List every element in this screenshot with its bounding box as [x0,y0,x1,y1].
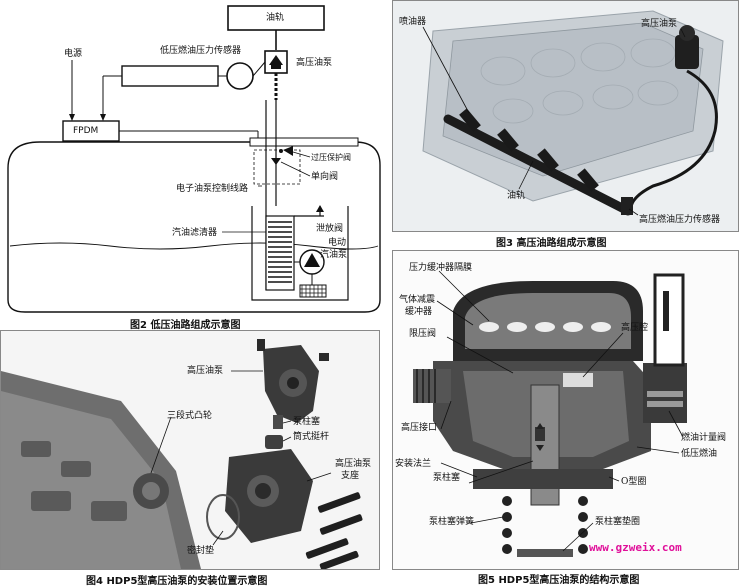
fig2-label-power: 电源 [64,49,83,59]
fig4-caption: 图4 HDP5型高压油泵的安装位置示意图 [86,576,268,587]
fig5-label-metering-valve: 燃油计量阀 [681,433,727,443]
fig2-label-overpressure-valve: 过压保护阀 [311,153,351,162]
fig2-label-fpdm: FPDM [73,126,99,136]
figure-5-structure-diagram: 压力缓冲器隔膜 气体减震 缓冲器 限压阀 高压腔 高压接口 燃油计量阀 安装法兰… [392,250,739,586]
pump-cross-section-illustration [393,251,738,569]
fig4-label-cam: 三段式凸轮 [167,411,213,421]
fig4-label-gasket: 密封垫 [187,546,215,556]
pump-cross-section: 压力缓冲器隔膜 气体减震 缓冲器 限压阀 高压腔 高压接口 燃油计量阀 安装法兰… [392,250,739,570]
fig2-label-electric-pump-2: 汽油泵 [320,250,348,260]
fig3-label-fuel-rail: 油轨 [507,191,526,201]
fig5-label-buffer-diaphragm: 压力缓冲器隔膜 [409,263,473,273]
fig4-label-hp-pump: 高压油泵 [187,366,224,376]
fig2-label-check-valve: 单向阀 [311,172,339,182]
fig5-label-plunger-spring: 泵柱塞弹簧 [429,517,475,527]
fig5-caption: 图5 HDP5型高压油泵的结构示意图 [478,575,640,586]
low-pressure-schematic [7,5,381,313]
fig5-label-hp-chamber: 高压腔 [621,323,649,333]
fig4-label-bracket-2: 支座 [341,471,360,481]
fig5-label-lp-fuel: 低压燃油 [681,449,718,459]
figure-3-high-pressure-diagram: 喷油器 高压油泵 油轨 高压燃油压力传感器 图3 高压油路组成示意图 [392,0,739,249]
watermark: www.gzweix.com [589,541,682,554]
fig5-label-mount-flange: 安装法兰 [395,459,432,469]
fig4-label-bracket-1: 高压油泵 [335,459,372,469]
fig3-label-hp-sensor: 高压燃油压力传感器 [639,215,721,225]
fig5-label-damper-1: 气体减震 [399,295,436,305]
fig5-label-o-ring: O型圈 [621,477,647,487]
fig2-label-hp-pump: 高压油泵 [296,58,333,68]
fig5-label-damper-2: 缓冲器 [405,307,433,317]
fig2-label-filter: 汽油滤清器 [172,228,218,238]
fig5-label-plunger-washer: 泵柱塞垫圈 [595,517,641,527]
fig2-label-lp-sensor: 低压燃油压力传感器 [160,46,242,56]
fig5-label-pressure-limit-valve: 限压阀 [409,329,437,339]
figure-4-installation-diagram: 高压油泵 三段式凸轮 泵柱塞 筒式挺杆 高压油泵 支座 密封垫 图4 HDP5型… [0,330,380,587]
fig2-label-fuel-rail: 油轨 [266,13,285,23]
fig3-label-hp-pump: 高压油泵 [641,19,678,29]
fig3-caption: 图3 高压油路组成示意图 [496,238,607,249]
fig4-label-plunger: 泵柱塞 [293,417,321,427]
installation-illustration [1,331,379,569]
fig5-label-hp-port: 高压接口 [401,423,438,433]
fig2-caption: 图2 低压油路组成示意图 [130,320,241,331]
engine-render-illustration [393,1,738,231]
fig3-label-injector: 喷油器 [399,17,427,27]
figure-2-low-pressure-diagram: 油轨 电源 低压燃油压力传感器 高压油泵 FPDM 过压保护阀 单向阀 电子油泵… [0,0,390,331]
fig2-label-control-line: 电子油泵控制线路 [176,184,249,194]
fig2-label-relief-valve: 泄放阀 [316,224,344,234]
engine-render: 喷油器 高压油泵 油轨 高压燃油压力传感器 [392,0,739,232]
fig5-label-plunger: 泵柱塞 [433,473,461,483]
fig2-label-electric-pump-1: 电动 [328,238,347,248]
installation-render: 高压油泵 三段式凸轮 泵柱塞 筒式挺杆 高压油泵 支座 密封垫 [0,330,380,570]
fig4-label-tappet: 筒式挺杆 [293,432,330,442]
